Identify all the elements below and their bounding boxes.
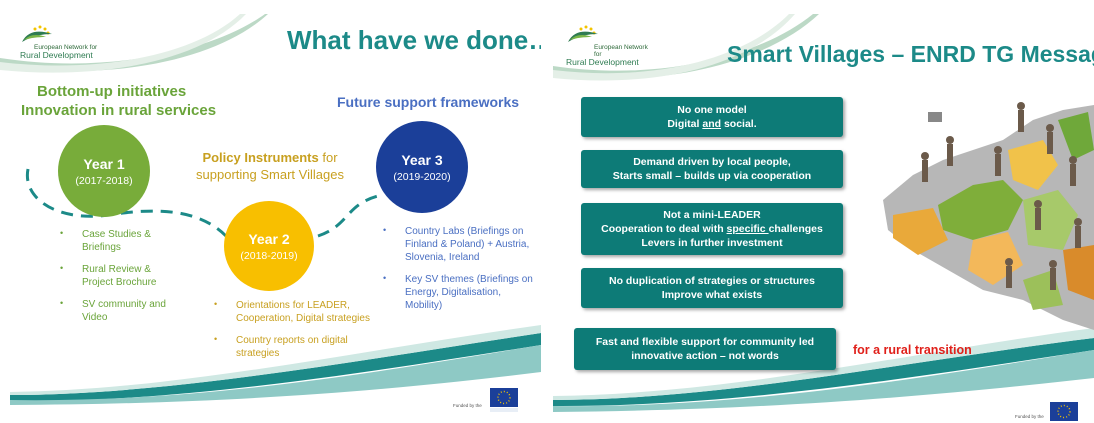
year1-label: Year 1 — [83, 155, 125, 172]
eu-flag-icon — [490, 388, 518, 412]
message-box-2: Demand driven by local people, Starts sm… — [581, 150, 843, 188]
year1-circle: Year 1 (2017-2018) — [58, 125, 150, 217]
slide-what-have-we-done: European Network for Rural Development W… — [0, 0, 541, 423]
message-box-3: Not a mini-LEADER Cooperation to deal wi… — [581, 203, 843, 255]
message-1-line2-pre: Digital — [667, 118, 703, 130]
message-2-line1: Demand driven by local people, — [633, 155, 791, 168]
left-heading-line2: Innovation in rural services — [21, 101, 217, 119]
left-heading: Bottom-up initiatives Innovation in rura… — [21, 83, 216, 121]
message-3-line2-underlined: specific — [726, 222, 769, 235]
message-3-line2-post: challenges — [768, 222, 823, 235]
policy-rest: for — [318, 150, 338, 165]
year2-circle: Year 2 (2018-2019) — [224, 201, 314, 291]
tagline: for a rural transition — [853, 343, 972, 357]
connector-year2-year3 — [317, 194, 379, 238]
left-heading-line1: Bottom-up initiatives — [37, 83, 187, 100]
year2-dates: (2018-2019) — [240, 249, 298, 262]
right-heading: Future support frameworks — [337, 94, 520, 110]
enrd-logo-icon — [22, 25, 52, 42]
message-5-line1: Fast and flexible support for community … — [595, 335, 815, 348]
list-item: Orientations for LEADER, Cooperation, Di… — [214, 299, 379, 325]
logo-line1: European Network for — [34, 44, 98, 51]
eu-flag-icon — [1050, 402, 1078, 421]
enrd-logo: European Network for Rural Development — [20, 22, 97, 60]
slide-smart-villages-messages: European Network for Rural Development S… — [553, 0, 1094, 423]
europe-map-illustration — [883, 102, 1094, 330]
message-3-line1: Not a mini-LEADER — [663, 208, 761, 221]
policy-instruments-label: Policy Instruments for supporting Smart … — [185, 150, 355, 184]
message-3-line3: Levers in further investment — [641, 237, 783, 250]
year3-label: Year 3 — [401, 151, 443, 168]
message-1-line2-underlined: and — [702, 118, 722, 130]
slide2-title: Smart Villages – ENRD TG Messages — [727, 41, 1094, 67]
year3-dates: (2019-2020) — [393, 170, 451, 183]
year1-dates: (2017-2018) — [75, 174, 133, 187]
message-box-1: No one model Digital and social. — [581, 97, 843, 137]
list-item: Rural Review & Project Brochure — [60, 263, 170, 289]
message-1-line1: No one model — [677, 103, 747, 116]
message-4-line2: Improve what exists — [661, 289, 763, 301]
funded-by-text: Funded by the — [453, 403, 482, 408]
message-3-line2-pre: Cooperation to deal with — [601, 222, 727, 235]
slide2-decoration — [553, 14, 1094, 412]
slide-separator — [541, 0, 553, 423]
list-item: Country Labs (Briefings on Finland & Pol… — [383, 225, 538, 264]
funded-by-text: Funded by the — [1015, 414, 1044, 419]
policy-bold: Policy Instruments — [202, 150, 319, 165]
logo-line1: European Network for — [594, 44, 648, 59]
message-5-line2: innovative action – not words — [631, 350, 779, 362]
year2-label: Year 2 — [248, 230, 290, 247]
year1-bullets: Case Studies & Briefings Rural Review & … — [60, 228, 170, 333]
message-4-line1: No duplication of strategies or structur… — [609, 274, 815, 287]
logo-line2: Rural Development — [566, 57, 639, 68]
message-1-line2-post: social. — [721, 118, 757, 130]
message-box-5: Fast and flexible support for community … — [574, 328, 836, 370]
enrd-logo-icon — [568, 25, 598, 42]
year2-bullets: Orientations for LEADER, Cooperation, Di… — [214, 299, 379, 369]
year3-circle: Year 3 (2019-2020) — [376, 121, 468, 213]
year3-bullets: Country Labs (Briefings on Finland & Pol… — [383, 225, 538, 321]
list-item: Key SV themes (Briefings on Energy, Digi… — [383, 273, 538, 312]
message-box-4: No duplication of strategies or structur… — [581, 268, 843, 308]
slide1-title: What have we done… — [287, 25, 541, 55]
policy-line2: supporting Smart Villages — [196, 166, 344, 182]
list-item: Case Studies & Briefings — [60, 228, 170, 254]
logo-line2: Rural Development — [20, 50, 93, 61]
list-item: SV community and Video — [60, 298, 170, 324]
list-item: Country reports on digital strategies — [214, 334, 379, 360]
enrd-logo: European Network for Rural Development — [566, 22, 648, 67]
message-2-line2: Starts small – builds up via cooperation — [612, 170, 812, 182]
